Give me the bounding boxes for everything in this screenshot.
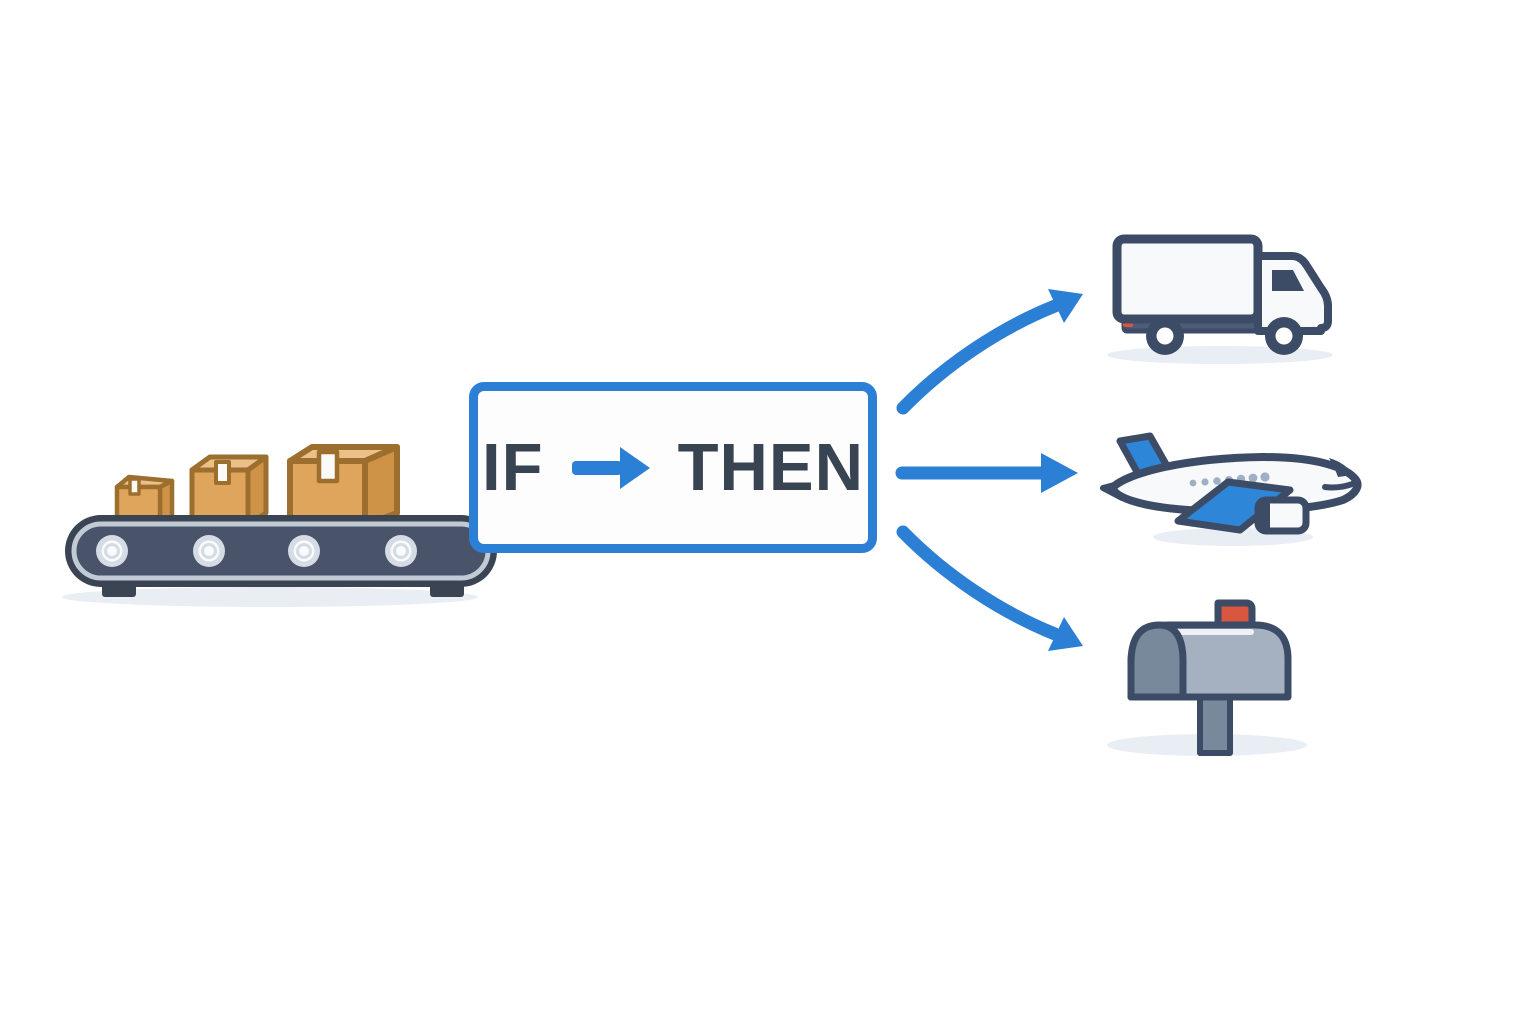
then-label: THEN: [677, 430, 864, 505]
conveyor-rollers: [96, 535, 417, 567]
if-label: IF: [482, 430, 544, 505]
package-tape: [316, 449, 340, 484]
airplane-nose-line: [1322, 480, 1358, 491]
package-medium: [189, 454, 269, 528]
truck-window: [1272, 270, 1304, 291]
conveyor-shadow: [62, 587, 478, 607]
delivery-truck-icon: [1098, 228, 1343, 368]
conveyor-belt-with-packages: [50, 425, 530, 615]
mailbox-post: [1197, 690, 1233, 756]
package-tape: [214, 460, 231, 485]
airplane-wing: [1174, 478, 1294, 534]
truck-wheels: [1146, 317, 1303, 355]
right-arrow-icon: [571, 446, 650, 489]
mailbox-icon: [1095, 585, 1320, 765]
arrow-to-truck: [896, 299, 1062, 415]
truck-cargo-box: [1112, 234, 1263, 324]
truck-shadow: [1107, 346, 1333, 364]
branch-arrows: [885, 270, 1105, 680]
airplane-cockpit-window: [1329, 458, 1353, 477]
if-then-rule-box: IF THEN: [469, 382, 877, 553]
mailbox-door: [1127, 621, 1187, 701]
airplane-engine-intake: [1258, 500, 1270, 530]
cargo-airplane-icon: [1098, 430, 1373, 552]
arrow-to-mailbox: [896, 525, 1062, 641]
package-tape: [128, 477, 141, 496]
package-large: [287, 444, 400, 528]
